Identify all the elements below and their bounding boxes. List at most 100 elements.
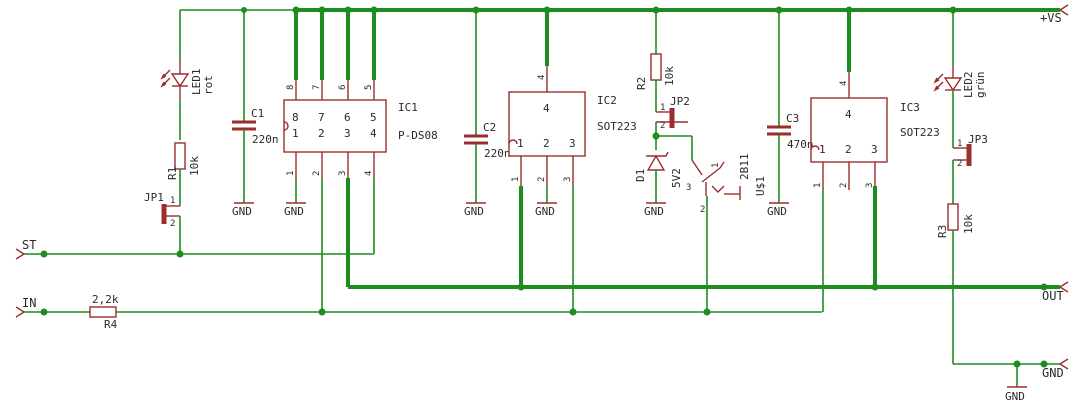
ic1-inner-pin: 5	[370, 111, 377, 124]
c1-value: 220n	[252, 133, 279, 146]
d1-value: 5V2	[670, 168, 683, 188]
r2-name: R2	[635, 77, 648, 90]
ic1-top-pin: 5	[364, 85, 374, 90]
d1-name: D1	[634, 169, 647, 182]
ic1-name: IC1	[398, 101, 418, 114]
ic2-inner-pin: 4	[543, 102, 550, 115]
jp3-pin1: 1	[957, 139, 962, 149]
led1-value: rot	[202, 75, 215, 95]
ic2-name: IC2	[597, 94, 617, 107]
led2-symbol	[943, 77, 963, 92]
c2-name: C2	[483, 121, 496, 134]
led1-symbol	[170, 73, 190, 88]
ic3-value: SOT223	[900, 126, 940, 139]
r3-body	[947, 203, 959, 231]
jp2-name: JP2	[670, 95, 690, 108]
jp3-pin2: 2	[957, 159, 962, 169]
ic1-body	[283, 99, 387, 153]
r3: R3 10k	[936, 203, 975, 238]
ic2-notch	[508, 139, 518, 145]
ic1-inner-pin: 2	[318, 127, 325, 140]
c3-value: 470n	[787, 138, 814, 151]
ic2-inner-pin: 1	[517, 137, 524, 150]
out-port-arrow	[1059, 281, 1069, 293]
switch-name: U$1	[754, 176, 767, 196]
gnd-label: GND	[767, 205, 787, 218]
r3-value: 10k	[962, 214, 975, 234]
vs-port-label: +VS	[1040, 11, 1062, 25]
gnd-label: GND	[535, 205, 555, 218]
c2-value: 220n	[484, 147, 511, 160]
gnd-label: GND	[284, 205, 304, 218]
c2: C2 220n	[464, 121, 511, 160]
ic1-bottom-pin: 4	[364, 171, 374, 176]
led2-light-arrow	[933, 81, 944, 92]
led2-value: grün	[974, 72, 987, 99]
ic1-inner-pin: 1	[292, 127, 299, 140]
switch-pin2: 2	[700, 205, 705, 215]
led1-name: LED1	[190, 69, 203, 96]
r1: R1 10k	[166, 142, 201, 180]
ic2-bottom-pin: 1	[511, 177, 521, 182]
r3-name: R3	[936, 225, 949, 238]
ic1-bottom-pin: 2	[312, 171, 322, 176]
ic2-inner-pin: 3	[569, 137, 576, 150]
ic1-inner-pin: 6	[344, 111, 351, 124]
st-port-label: ST	[22, 238, 36, 252]
gnd-port-arrow	[1059, 358, 1069, 370]
switch-lead	[719, 161, 725, 169]
gnd-label: GND	[232, 205, 252, 218]
ic1-top-pin: 8	[286, 85, 296, 90]
jp2-pin2: 2	[660, 121, 665, 131]
in-port-label: IN	[22, 296, 36, 310]
ic1-inner-pin: 3	[344, 127, 351, 140]
gnd-label: GND	[1005, 390, 1025, 403]
ic1-top-pin: 7	[312, 85, 322, 90]
ic2-top-pin: 4	[537, 75, 547, 80]
r2-body	[650, 53, 662, 81]
ic3-notch	[810, 145, 820, 151]
ic3-inner-pin: 2	[845, 143, 852, 156]
junction-dot	[40, 250, 48, 258]
junction-dot	[40, 308, 48, 316]
ic2-bottom-pin: 3	[563, 177, 573, 182]
ic1-inner-pin: 7	[318, 111, 325, 124]
ic3-bottom-pin: 3	[865, 183, 875, 188]
ic3-inner-pin: 1	[819, 143, 826, 156]
led1-light-arrow	[160, 69, 171, 80]
d1-bar	[646, 151, 669, 157]
jp3-name: JP3	[968, 133, 988, 146]
jp2-pin1: 1	[660, 103, 665, 113]
r1-body	[174, 142, 186, 170]
in-port-arrow	[15, 306, 25, 318]
ic3-name: IC3	[900, 101, 920, 114]
ic1-inner-pin: 4	[370, 127, 377, 140]
out-port-label: OUT	[1042, 289, 1064, 303]
c3: C3 470n	[767, 112, 814, 151]
jp1: JP1 1 2	[144, 191, 180, 229]
ic3-inner-pin: 3	[871, 143, 878, 156]
switch-blade	[701, 167, 721, 183]
jp1-pin2: 2	[170, 219, 175, 229]
gnd-label: GND	[644, 205, 664, 218]
r4-body	[89, 306, 117, 318]
jp1-pin1: 1	[170, 196, 175, 206]
vs-port-arrow	[1059, 4, 1069, 16]
c1: C1 220n	[232, 107, 279, 146]
d1: D1 5V2	[634, 151, 683, 188]
led1-light-arrow	[160, 77, 171, 88]
led2-name: LED2	[962, 72, 975, 99]
r1-value: 10k	[188, 156, 201, 176]
r4-value: 2,2k	[92, 293, 119, 306]
ic1-top-pin: 6	[338, 85, 348, 90]
switch-lead	[691, 159, 703, 176]
ic3-inner-pin: 4	[845, 108, 852, 121]
ic1-notch	[283, 121, 289, 131]
led1: LED1 rot	[160, 62, 215, 100]
jp1-name: JP1	[144, 191, 164, 204]
gnd-port-label: GND	[1042, 366, 1064, 380]
switch-value: 2B11	[738, 154, 751, 181]
ic1-bottom-pin: 3	[338, 171, 348, 176]
led2-light-arrow	[933, 73, 944, 84]
